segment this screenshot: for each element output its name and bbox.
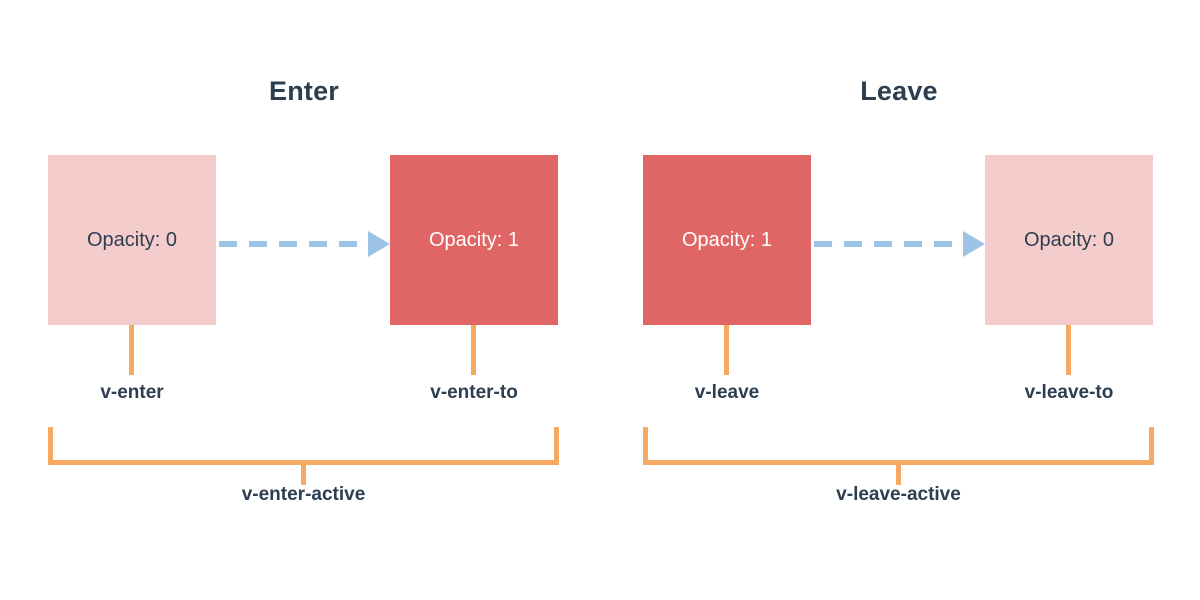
enter-bracket-stem xyxy=(301,465,306,485)
arrow-head-icon xyxy=(963,231,985,257)
dashed-line xyxy=(219,241,367,247)
enter-active-bracket xyxy=(48,427,559,465)
enter-active-class-name: v-enter-active xyxy=(241,484,366,505)
enter-from-tick xyxy=(129,325,134,375)
enter-from-class-name: v-enter xyxy=(100,382,164,403)
panel-enter-title: Enter xyxy=(268,76,340,106)
bracket-bar xyxy=(643,460,1154,465)
panel-leave-title: Leave xyxy=(860,76,938,106)
leave-to-box: Opacity: 0 xyxy=(985,155,1153,325)
leave-bracket-stem xyxy=(896,465,901,485)
panel-leave: Leave Opacity: 1 Opacity: 0 v-leave v-le… xyxy=(643,0,1155,600)
leave-from-box: Opacity: 1 xyxy=(643,155,811,325)
leave-to-box-label: Opacity: 0 xyxy=(1023,229,1115,251)
leave-from-tick xyxy=(724,325,729,375)
enter-transition-arrow xyxy=(216,231,390,262)
leave-from-box-label: Opacity: 1 xyxy=(681,229,773,251)
enter-to-box: Opacity: 1 xyxy=(390,155,558,325)
leave-from-class-name: v-leave xyxy=(694,382,760,403)
enter-from-box-label: Opacity: 0 xyxy=(86,229,178,251)
bracket-arm-left xyxy=(643,427,648,465)
bracket-arm-left xyxy=(48,427,53,465)
enter-to-class-name: v-enter-to xyxy=(430,382,518,403)
leave-active-bracket xyxy=(643,427,1154,465)
leave-to-tick xyxy=(1066,325,1071,375)
bracket-arm-right xyxy=(554,427,559,465)
dashed-line xyxy=(814,241,962,247)
bracket-arm-right xyxy=(1149,427,1154,465)
enter-to-tick xyxy=(471,325,476,375)
leave-to-class-name: v-leave-to xyxy=(1024,382,1114,403)
panel-enter: Enter Opacity: 0 Opacity: 1 v-enter v-en… xyxy=(48,0,560,600)
leave-transition-arrow xyxy=(811,231,985,262)
leave-active-class-name: v-leave-active xyxy=(836,484,961,505)
enter-to-box-label: Opacity: 1 xyxy=(428,229,520,251)
enter-from-box: Opacity: 0 xyxy=(48,155,216,325)
bracket-bar xyxy=(48,460,559,465)
arrow-head-icon xyxy=(368,231,390,257)
